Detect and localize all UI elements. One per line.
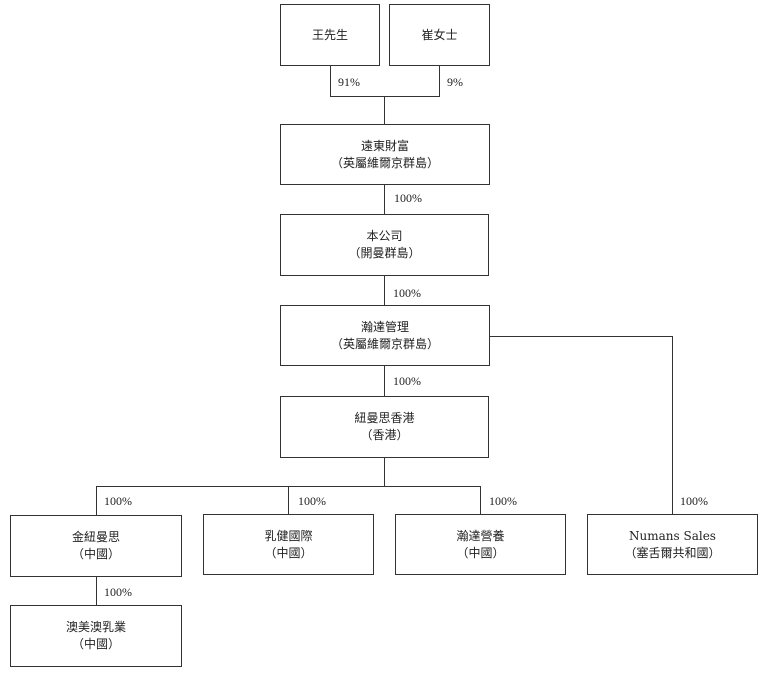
entity-name: 崔女士 <box>421 27 458 42</box>
entity-far-east-wealth: 遠東財富 （英屬維爾京群島） <box>280 124 490 185</box>
ownership-percentage: 100% <box>393 286 421 300</box>
entity-name: 本公司 <box>366 229 403 243</box>
connector-line <box>330 96 440 97</box>
ownership-percentage: 91% <box>338 75 360 89</box>
connector-line <box>96 486 97 515</box>
connector-line <box>672 336 673 515</box>
connector-line <box>480 486 481 515</box>
ownership-percentage: 9% <box>447 75 463 89</box>
connector-line <box>384 275 385 305</box>
entity-name: Numans Sales <box>629 528 716 543</box>
entity-name: 瀚達營養 <box>456 528 505 543</box>
entity-name: 乳健國際 <box>264 528 313 543</box>
entity-name: 澳美澳乳業 <box>65 620 126 634</box>
entity-ms-cui: 崔女士 <box>389 4 490 66</box>
entity-jurisdiction: （開曼群島） <box>348 246 421 260</box>
entity-jurisdiction: （英屬維爾京群島） <box>330 336 439 351</box>
entity-name: 金紐曼思 <box>71 530 120 544</box>
connector-line <box>384 96 385 124</box>
entity-handa-management: 瀚達管理 （英屬維爾京群島） <box>280 305 490 366</box>
entity-name: 遠東財富 <box>360 138 409 153</box>
entity-jurisdiction: （中國） <box>264 545 313 560</box>
connector-line <box>439 65 440 96</box>
ownership-percentage: 100% <box>298 494 326 508</box>
entity-name: 王先生 <box>311 27 348 42</box>
entity-rujian-international: 乳健國際 （中國） <box>203 514 374 575</box>
entity-company: 本公司 （開曼群島） <box>280 214 489 276</box>
ownership-percentage: 100% <box>393 374 421 388</box>
connector-line <box>384 457 385 486</box>
entity-jurisdiction: （中國） <box>71 637 120 651</box>
entity-jurisdiction: （中國） <box>71 547 120 561</box>
connector-line <box>384 184 385 214</box>
ownership-percentage: 100% <box>489 494 517 508</box>
connector-line <box>96 576 97 605</box>
ownership-percentage: 100% <box>104 585 132 599</box>
connector-line <box>330 65 331 96</box>
entity-jurisdiction: （英屬維爾京群島） <box>330 155 439 170</box>
ownership-percentage: 100% <box>394 191 422 205</box>
entity-jurisdiction: （香港） <box>360 428 409 442</box>
ownership-percentage: 100% <box>680 494 708 508</box>
entity-mr-wang: 王先生 <box>280 4 380 66</box>
entity-aomei-dairy: 澳美澳乳業 （中國） <box>10 605 182 667</box>
connector-line <box>489 336 673 337</box>
entity-name: 紐曼思香港 <box>354 411 415 425</box>
connector-line <box>384 365 385 396</box>
ownership-percentage: 100% <box>104 494 132 508</box>
entity-numans-hk: 紐曼思香港 （香港） <box>280 396 489 458</box>
entity-name: 瀚達管理 <box>360 319 409 334</box>
entity-jurisdiction: （塞舌爾共和國） <box>624 545 721 560</box>
connector-line <box>288 486 289 515</box>
entity-jin-numans: 金紐曼思 （中國） <box>10 515 182 577</box>
entity-numans-sales: Numans Sales （塞舌爾共和國） <box>587 514 758 575</box>
entity-jurisdiction: （中國） <box>456 545 505 560</box>
entity-handa-nutrition: 瀚達營養 （中國） <box>395 514 566 575</box>
